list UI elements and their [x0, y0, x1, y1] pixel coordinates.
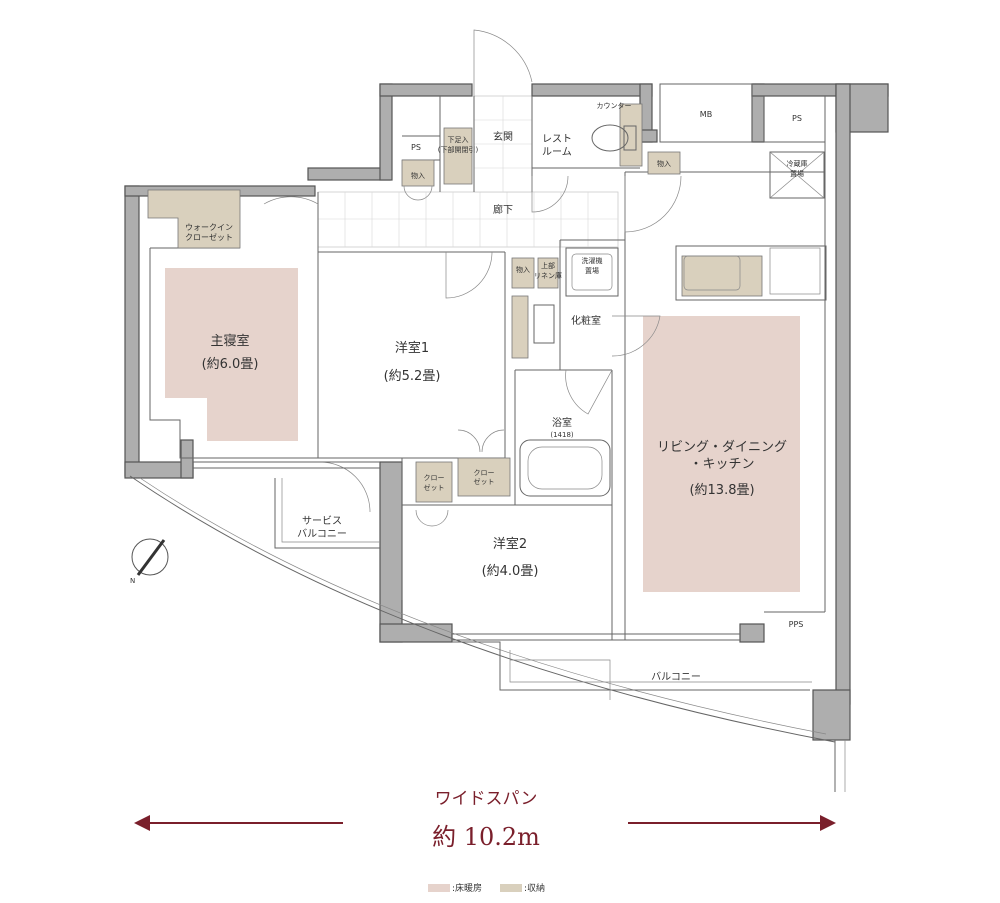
door-swings: [263, 29, 682, 527]
master-bedroom-heated-floor: [165, 268, 298, 441]
walk-in-closet-label-line2: クローゼット: [185, 232, 233, 242]
hallway-label: 廊下: [493, 203, 513, 216]
dimension-arrowhead-left-icon: [134, 815, 150, 831]
ldk-name-line1: リビング・ダイニング: [657, 440, 787, 455]
service-balcony-label-line2: バルコニー: [297, 528, 347, 540]
ps-left-label: PS: [411, 143, 421, 152]
washer-label-line2: 置場: [585, 266, 599, 275]
restroom-label-line1: レスト: [542, 134, 572, 145]
ldk-heated-floor: [643, 316, 800, 592]
dimension-title: ワイドスパン: [435, 789, 538, 809]
shoe-storage-label-line1: 下足入: [448, 136, 469, 144]
ldk-name-line2: ・キッチン: [689, 457, 754, 472]
dimension-arrowhead-right-icon: [820, 815, 836, 831]
balcony-outlines: [129, 475, 846, 792]
shoe-storage-label-line2: (下部開閉引): [438, 145, 479, 154]
storage-right-label: 物入: [657, 159, 671, 168]
fridge-label-line1: 冷蔵庫: [787, 159, 808, 168]
closet-1-label-line1: クロー: [474, 469, 495, 477]
western-room-1-name: 洋室1: [395, 340, 429, 356]
walk-in-closet-label-line1: ウォークイン: [185, 223, 233, 232]
hallway-tiles: [317, 95, 619, 248]
bath-size-label: (1418): [550, 431, 574, 439]
powder-room-label: 化粧室: [571, 314, 601, 327]
compass-north-icon: N: [130, 577, 135, 585]
mb-label: MB: [700, 110, 712, 119]
western-room-2-name: 洋室2: [493, 536, 527, 552]
entrance-label: 玄関: [493, 130, 513, 143]
ps-right-label: PS: [792, 114, 802, 123]
bathroom-label: 浴室: [552, 416, 572, 429]
closet-1-label-line2: ゼット: [474, 477, 495, 486]
legend-storage-swatch: [500, 884, 522, 892]
windows: [193, 461, 740, 641]
exterior-walls: [124, 83, 889, 741]
counter-label: カウンター: [597, 101, 632, 110]
storage-center-label: 物入: [516, 265, 530, 274]
master-bedroom-name: 主寝室: [210, 333, 249, 349]
storage-ps-left-label: 物入: [411, 171, 425, 180]
upper-storage-label-line2: リネン庫: [534, 271, 562, 280]
restroom-label-line2: ルーム: [542, 146, 572, 158]
service-balcony-label-line1: サービス: [302, 515, 342, 527]
legend: :床暖房 :収納: [428, 882, 545, 894]
balcony-label: バルコニー: [651, 671, 701, 683]
fixtures: [519, 124, 827, 497]
closet-2-label-line1: クロー: [424, 474, 445, 482]
legend-storage-label: :収納: [524, 882, 545, 894]
washer-label-line1: 洗濯機: [582, 256, 603, 265]
dimension-value: 約 10.2m: [432, 823, 540, 851]
legend-heated-label: :床暖房: [452, 882, 482, 894]
upper-storage-label-line1: 上部: [541, 261, 555, 270]
pps-label: PPS: [789, 620, 804, 629]
fridge-label-line2: 置場: [790, 169, 804, 178]
western-room-1-size: (約5.2畳): [384, 369, 441, 384]
master-bedroom-size: (約6.0畳): [202, 357, 259, 372]
western-room-2-size: (約4.0畳): [482, 564, 539, 579]
closet-2-label-line2: ゼット: [424, 483, 445, 492]
dimension-annotation: ワイドスパン 約 10.2m: [134, 789, 836, 851]
legend-heated-swatch: [428, 884, 450, 892]
ldk-size: (約13.8畳): [689, 483, 754, 498]
compass: N: [130, 538, 169, 585]
